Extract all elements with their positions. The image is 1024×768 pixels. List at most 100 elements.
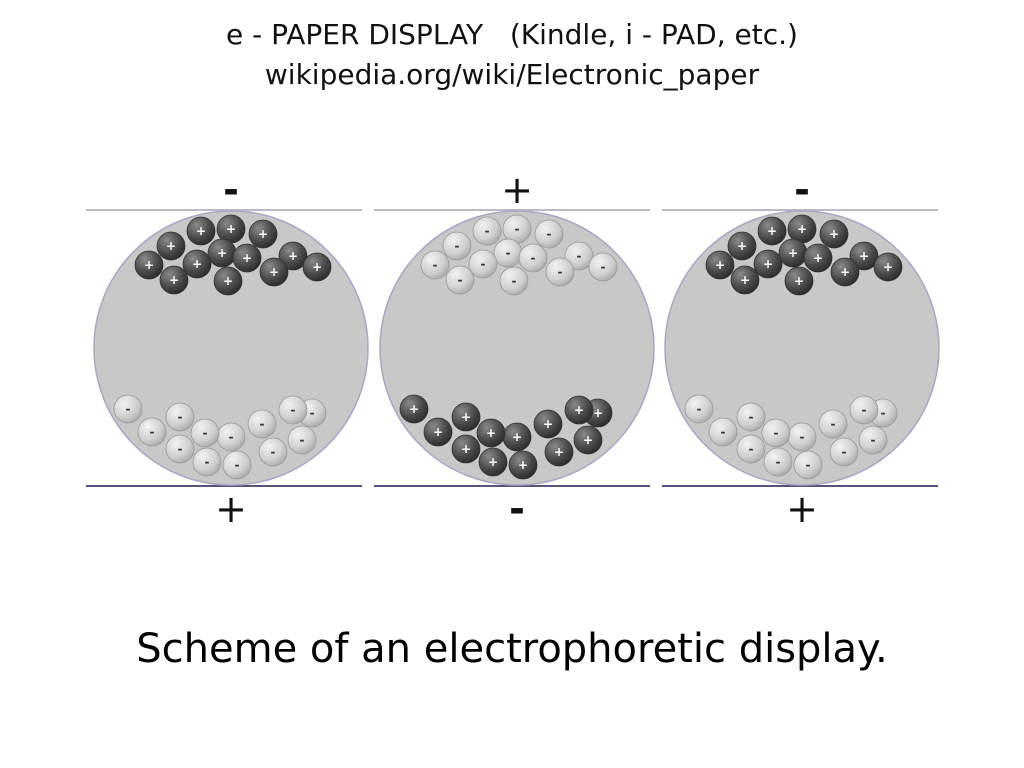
- negative-particle: [829, 437, 859, 467]
- positive-particle: [784, 266, 814, 296]
- plus-sign: +: [715, 258, 725, 272]
- positive-particle: [573, 425, 603, 455]
- positive-particle: [533, 409, 563, 439]
- positive-particle: [757, 216, 787, 246]
- plus-sign: +: [512, 430, 522, 444]
- plus-sign: +: [486, 426, 496, 440]
- minus-sign: -: [178, 442, 183, 456]
- positive-particle: [213, 266, 243, 296]
- positive-particle: [278, 241, 308, 271]
- negative-particle: [137, 417, 167, 447]
- positive-particle: [259, 257, 289, 287]
- plus-sign: +: [409, 402, 419, 416]
- minus-sign: -: [126, 402, 131, 416]
- positive-particle: [248, 219, 278, 249]
- negative-particle: [793, 450, 823, 480]
- cell-3: - + +++++++++++++ -------------: [662, 168, 940, 531]
- negative-particle: [222, 450, 252, 480]
- negative-particle: [588, 252, 618, 282]
- top-electrode-polarity: +: [501, 168, 533, 212]
- plus-sign: +: [797, 222, 807, 236]
- positive-particle: [705, 250, 735, 280]
- positive-particle: [849, 241, 879, 271]
- minus-sign: -: [485, 224, 490, 238]
- plus-sign: +: [226, 222, 236, 236]
- top-particle-cluster: +++++++++++++: [705, 214, 903, 296]
- negative-particle: [445, 265, 475, 295]
- title-line-1: e - PAPER DISPLAY (Kindle, i - PAD, etc.…: [226, 18, 798, 51]
- positive-particle: [186, 216, 216, 246]
- negative-particle: [564, 241, 594, 271]
- negative-particle: [736, 434, 766, 464]
- plus-sign: +: [788, 246, 798, 260]
- bottom-particle-cluster: -------------: [113, 394, 327, 480]
- negative-particle: [165, 402, 195, 432]
- negative-particle: [545, 257, 575, 287]
- plus-sign: +: [554, 445, 564, 459]
- minus-sign: -: [205, 455, 210, 469]
- minus-sign: -: [774, 426, 779, 440]
- minus-sign: -: [721, 425, 726, 439]
- bottom-particle-cluster: +++++++++++++: [399, 394, 613, 480]
- bottom-electrode-polarity: +: [215, 487, 247, 531]
- plus-sign: +: [288, 249, 298, 263]
- negative-particle: [258, 437, 288, 467]
- negative-particle: [468, 249, 498, 279]
- negative-particle: [763, 447, 793, 477]
- minus-sign: -: [229, 430, 234, 444]
- positive-particle: [564, 395, 594, 425]
- minus-sign: -: [506, 246, 511, 260]
- top-particle-cluster: +++++++++++++: [134, 214, 332, 296]
- plus-sign: +: [518, 458, 528, 472]
- negative-particle: [499, 266, 529, 296]
- minus-sign: -: [749, 410, 754, 424]
- minus-sign: -: [310, 406, 315, 420]
- minus-sign: -: [178, 410, 183, 424]
- plus-sign: +: [166, 239, 176, 253]
- negative-particle: [472, 216, 502, 246]
- minus-sign: -: [291, 403, 296, 417]
- negative-particle: [684, 394, 714, 424]
- negative-particle: [420, 250, 450, 280]
- minus-sign: -: [871, 433, 876, 447]
- positive-particle: [727, 231, 757, 261]
- caption: Scheme of an electrophoretic display.: [136, 626, 888, 672]
- plus-sign: +: [269, 265, 279, 279]
- plus-sign: +: [883, 260, 893, 274]
- minus-sign: -: [800, 430, 805, 444]
- minus-sign: -: [260, 417, 265, 431]
- plus-sign: +: [196, 224, 206, 238]
- top-particle-cluster: -------------: [420, 214, 618, 296]
- negative-particle: [736, 402, 766, 432]
- cell-1: - + +++++++++++++ -------------: [86, 168, 369, 531]
- minus-sign: -: [300, 433, 305, 447]
- plus-sign: +: [223, 274, 233, 288]
- negative-particle: [858, 425, 888, 455]
- positive-particle: [873, 252, 903, 282]
- bottom-electrode-polarity: -: [509, 487, 525, 531]
- positive-particle: [451, 434, 481, 464]
- minus-sign: -: [150, 425, 155, 439]
- positive-particle: [819, 219, 849, 249]
- bottom-electrode-polarity: +: [786, 487, 818, 531]
- negative-particle: [849, 395, 879, 425]
- plus-sign: +: [312, 260, 322, 274]
- positive-particle: [232, 243, 262, 273]
- plus-sign: +: [794, 274, 804, 288]
- minus-sign: -: [558, 265, 563, 279]
- plus-sign: +: [829, 227, 839, 241]
- minus-sign: -: [433, 258, 438, 272]
- positive-particle: [476, 418, 506, 448]
- plus-sign: +: [740, 273, 750, 287]
- minus-sign: -: [481, 257, 486, 271]
- positive-particle: [730, 265, 760, 295]
- minus-sign: -: [455, 239, 460, 253]
- negative-particle: [534, 219, 564, 249]
- negative-particle: [761, 418, 791, 448]
- plus-sign: +: [593, 406, 603, 420]
- positive-particle: [478, 447, 508, 477]
- plus-sign: +: [461, 442, 471, 456]
- minus-sign: -: [601, 260, 606, 274]
- positive-particle: [803, 243, 833, 273]
